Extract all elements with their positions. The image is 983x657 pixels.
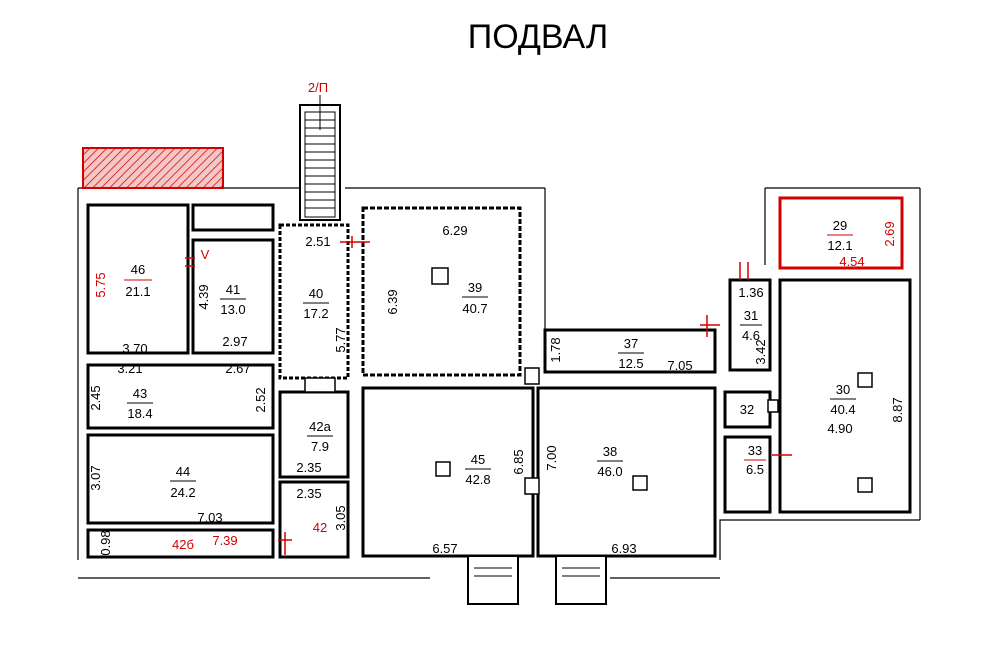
dim-8-87: 8.87: [890, 397, 905, 422]
dim-5-77: 5.77: [333, 327, 348, 352]
room-29: 29 12.1: [827, 218, 853, 253]
svg-text:6.5: 6.5: [746, 462, 764, 477]
room-43: 43 18.4: [127, 386, 153, 421]
dim-7-05: 7.05: [667, 358, 692, 373]
dim-2-45: 2.45: [88, 385, 103, 410]
dim-6-29: 6.29: [442, 223, 467, 238]
dim-2-69: 2.69: [882, 221, 897, 246]
dim-6-93: 6.93: [611, 541, 636, 556]
dim-5-75: 5.75: [93, 272, 108, 297]
dim-4-90: 4.90: [827, 421, 852, 436]
svg-text:30: 30: [836, 382, 850, 397]
room-40: 40 17.2: [303, 286, 329, 321]
dimension-labels: 5.75 4.39 3.70 2.97 2.51 6.29 6.39 5.77 …: [88, 221, 905, 556]
svg-text:17.2: 17.2: [303, 306, 328, 321]
svg-text:40.7: 40.7: [462, 301, 487, 316]
dim-3-07: 3.07: [88, 465, 103, 490]
plan-title: ПОДВАЛ: [468, 18, 608, 56]
mark-v: V: [201, 247, 210, 262]
svg-text:38: 38: [603, 444, 617, 459]
dim-4-39: 4.39: [196, 284, 211, 309]
stair-2p: 2/П: [299, 80, 341, 221]
svg-text:4.6: 4.6: [742, 328, 760, 343]
svg-text:41: 41: [226, 282, 240, 297]
dim-2-35-a: 2.35: [296, 460, 321, 475]
dim-3-70: 3.70: [122, 341, 147, 356]
svg-text:7.9: 7.9: [311, 439, 329, 454]
svg-text:42а: 42а: [309, 419, 331, 434]
svg-text:43: 43: [133, 386, 147, 401]
room-42b: 42б: [172, 537, 194, 552]
red-marks: [185, 236, 792, 555]
dim-6-39: 6.39: [385, 289, 400, 314]
svg-text:21.1: 21.1: [125, 284, 150, 299]
svg-text:45: 45: [471, 452, 485, 467]
dim-0-98: 0.98: [98, 530, 113, 555]
room-46: 46 21.1: [124, 262, 152, 299]
svg-text:40: 40: [309, 286, 323, 301]
room-41: 41 13.0: [220, 282, 246, 317]
svg-text:44: 44: [176, 464, 190, 479]
dim-2-35-b: 2.35: [296, 486, 321, 501]
columns: [304, 267, 873, 495]
svg-text:33: 33: [748, 443, 762, 458]
room-labels: 46 21.1 41 13.0 40 17.2 39 40.7 37 12.5 …: [124, 218, 856, 552]
dim-2-97: 2.97: [222, 334, 247, 349]
room-39: 39 40.7: [462, 280, 488, 316]
dim-7-39: 7.39: [212, 533, 237, 548]
room-37: 37 12.5: [618, 336, 644, 371]
svg-text:39: 39: [468, 280, 482, 295]
room-45: 45 42.8: [465, 452, 491, 487]
dim-7-00: 7.00: [544, 445, 559, 470]
room-31: 31 4.6: [740, 308, 762, 343]
outer-walls: [77, 187, 921, 579]
entrance-stairs: [467, 555, 607, 605]
svg-text:42.8: 42.8: [465, 472, 490, 487]
svg-text:31: 31: [744, 308, 758, 323]
svg-text:24.2: 24.2: [170, 485, 195, 500]
svg-text:12.5: 12.5: [618, 356, 643, 371]
room-38: 38 46.0: [597, 444, 623, 479]
dim-6-85: 6.85: [511, 449, 526, 474]
svg-text:13.0: 13.0: [220, 302, 245, 317]
svg-text:46: 46: [131, 262, 145, 277]
room-42: 42: [313, 520, 327, 535]
dim-2-51: 2.51: [305, 234, 330, 249]
room-30: 30 40.4: [830, 382, 856, 417]
dim-1-78: 1.78: [548, 337, 563, 362]
dim-1-36: 1.36: [738, 285, 763, 300]
dim-2-52: 2.52: [253, 387, 268, 412]
room-33: 33 6.5: [744, 443, 766, 477]
svg-text:46.0: 46.0: [597, 464, 622, 479]
dim-4-54: 4.54: [839, 254, 864, 269]
dim-3-05: 3.05: [333, 505, 348, 530]
svg-text:40.4: 40.4: [830, 402, 855, 417]
svg-text:37: 37: [624, 336, 638, 351]
dim-6-57: 6.57: [432, 541, 457, 556]
dim-3-21: 3.21: [117, 361, 142, 376]
room-44: 44 24.2: [170, 464, 196, 500]
svg-text:29: 29: [833, 218, 847, 233]
hatched-area: [82, 147, 224, 189]
room-walls: [86, 196, 912, 559]
stair-label: 2/П: [308, 80, 328, 95]
room-32: 32: [740, 402, 754, 417]
room-42a: 42а 7.9: [307, 419, 333, 454]
svg-text:18.4: 18.4: [127, 406, 152, 421]
dim-2-67: 2.67: [225, 361, 250, 376]
dim-3-42: 3.42: [753, 339, 768, 364]
dim-7-03: 7.03: [197, 510, 222, 525]
svg-text:12.1: 12.1: [827, 238, 852, 253]
